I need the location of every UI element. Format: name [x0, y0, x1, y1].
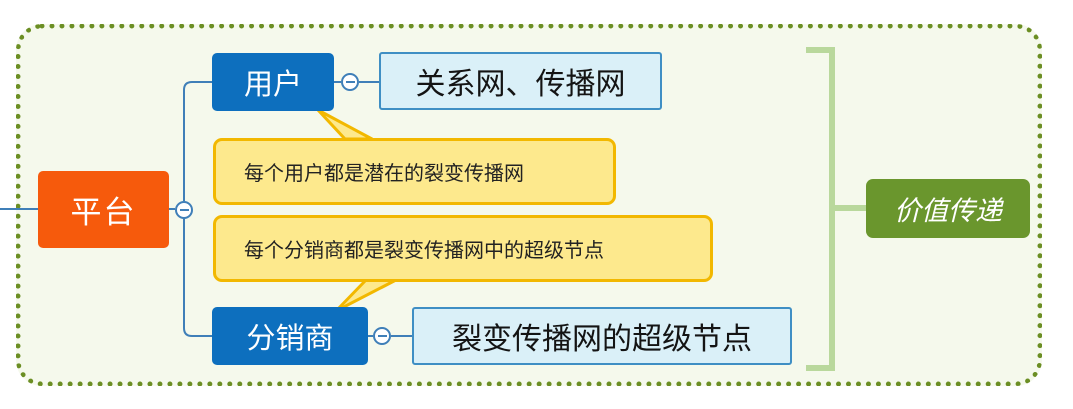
callout-1-pointer — [316, 108, 374, 141]
collapse-minus-icon[interactable] — [175, 201, 193, 219]
callout-user-text: 每个用户都是潜在的裂变传播网 — [244, 161, 524, 185]
callout-distributor-text: 每个分销商都是裂变传播网中的超级节点 — [244, 238, 604, 262]
summary-bracket — [806, 47, 866, 371]
root-node[interactable]: 平台 — [38, 171, 169, 248]
summary-node[interactable]: 价值传递 — [866, 179, 1030, 238]
callout-distributor[interactable]: 每个分销商都是裂变传播网中的超级节点 — [213, 215, 713, 282]
branch-node-distributor[interactable]: 分销商 — [212, 307, 368, 365]
callout-user[interactable]: 每个用户都是潜在的裂变传播网 — [213, 138, 616, 205]
branch-spine — [183, 81, 212, 337]
branch-node-user[interactable]: 用户 — [212, 53, 334, 111]
collapse-minus-icon[interactable] — [373, 327, 391, 345]
collapse-minus-icon[interactable] — [341, 73, 359, 91]
leaf-node-user-detail[interactable]: 关系网、传播网 — [379, 52, 662, 110]
leaf-node-distributor-detail[interactable]: 裂变传播网的超级节点 — [412, 307, 792, 365]
